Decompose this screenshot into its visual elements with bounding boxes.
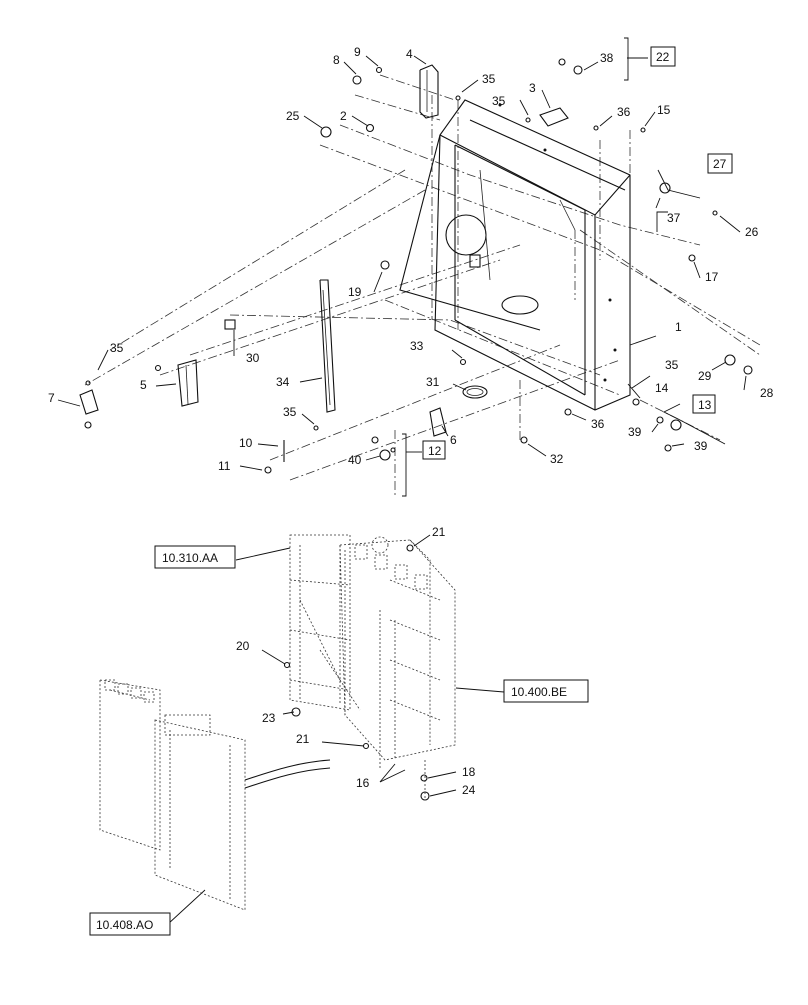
cooler-top-tank — [104, 679, 155, 703]
frame-assembly — [289, 534, 361, 711]
callout-35-left: 35 — [110, 341, 124, 355]
callout-37: 37 — [667, 211, 681, 225]
part-bracket-7 — [79, 380, 99, 429]
boxed-callout-12: 12 — [422, 440, 446, 460]
svg-text:10.408.AO: 10.408.AO — [96, 918, 153, 932]
radiator-housing — [399, 99, 631, 411]
callout-39-left: 39 — [628, 425, 642, 439]
callout-21-bottom: 21 — [296, 732, 310, 746]
svg-text:13: 13 — [698, 398, 712, 412]
lower-leader-lines — [167, 534, 505, 925]
center-lines — [84, 74, 761, 495]
callout-9: 9 — [354, 45, 361, 59]
callout-4: 4 — [406, 47, 413, 61]
callout-8: 8 — [333, 53, 340, 67]
callout-32: 32 — [550, 452, 564, 466]
reference-10-310-AA[interactable]: 10.310.AA — [154, 545, 236, 569]
part-bracket-3 — [539, 107, 569, 127]
callout-35-right: 35 — [665, 358, 679, 372]
part-bracket-6 — [429, 407, 447, 437]
boxed-callout-13: 13 — [692, 394, 716, 414]
cooler-assembly — [99, 679, 331, 911]
svg-text:12: 12 — [428, 444, 442, 458]
callout-16: 16 — [356, 776, 370, 790]
callout-3: 3 — [529, 81, 536, 95]
callout-23: 23 — [262, 711, 276, 725]
part-seal-34 — [319, 279, 336, 413]
part-bracket-4 — [419, 64, 439, 119]
callout-36-bottom: 36 — [591, 417, 605, 431]
boxed-callout-22: 22 — [650, 46, 676, 67]
callout-31: 31 — [426, 375, 440, 389]
lower-fasteners — [283, 544, 430, 801]
callout-35-housing: 35 — [492, 94, 506, 108]
callout-38: 38 — [600, 51, 614, 65]
radiator-core-assembly — [339, 536, 456, 761]
callout-2: 2 — [340, 109, 347, 123]
svg-text:27: 27 — [713, 157, 727, 171]
callout-14: 14 — [655, 381, 669, 395]
part-pad-30 — [224, 319, 236, 330]
callout-15: 15 — [657, 103, 671, 117]
callout-24: 24 — [462, 783, 476, 797]
reference-10-408-AO[interactable]: 10.408.AO — [89, 912, 171, 936]
callout-40: 40 — [348, 453, 362, 467]
callout-33: 33 — [410, 339, 424, 353]
callout-26: 26 — [745, 225, 759, 239]
callout-1: 1 — [675, 320, 682, 334]
svg-text:10.310.AA: 10.310.AA — [162, 551, 218, 565]
callout-labels: 1 2 3 4 5 6 7 8 9 10 11 14 15 16 17 18 1… — [48, 45, 774, 797]
callout-19: 19 — [348, 285, 362, 299]
radiator-top-tank — [354, 536, 428, 590]
callout-39-right: 39 — [694, 439, 708, 453]
cooler-hose — [244, 759, 331, 789]
part-ring-31 — [462, 385, 488, 399]
boxed-callout-27: 27 — [707, 153, 733, 174]
callout-21-top: 21 — [432, 525, 446, 539]
callout-36-top: 36 — [617, 105, 631, 119]
callout-20: 20 — [236, 639, 250, 653]
callout-18: 18 — [462, 765, 476, 779]
callout-28: 28 — [760, 386, 774, 400]
part-bracket-5 — [177, 359, 199, 407]
callout-35-seal: 35 — [283, 405, 297, 419]
part-fastener-40 — [371, 436, 396, 461]
callout-34: 34 — [276, 375, 290, 389]
callout-29: 29 — [698, 369, 712, 383]
callout-25: 25 — [286, 109, 300, 123]
leader-lines — [57, 37, 747, 497]
part-fasteners-top — [320, 58, 718, 270]
svg-text:10.400.BE: 10.400.BE — [511, 685, 567, 699]
callout-10: 10 — [239, 436, 253, 450]
callout-11: 11 — [218, 459, 231, 473]
svg-text:22: 22 — [656, 50, 670, 64]
callout-5: 5 — [140, 378, 147, 392]
callout-17: 17 — [705, 270, 719, 284]
callout-30: 30 — [246, 351, 260, 365]
callout-35-top: 35 — [482, 72, 496, 86]
part-fasteners-lower — [459, 354, 753, 452]
callout-7: 7 — [48, 391, 55, 405]
callout-6: 6 — [450, 433, 457, 447]
part-fasteners-left — [154, 364, 319, 474]
reference-10-400-BE[interactable]: 10.400.BE — [503, 679, 589, 703]
